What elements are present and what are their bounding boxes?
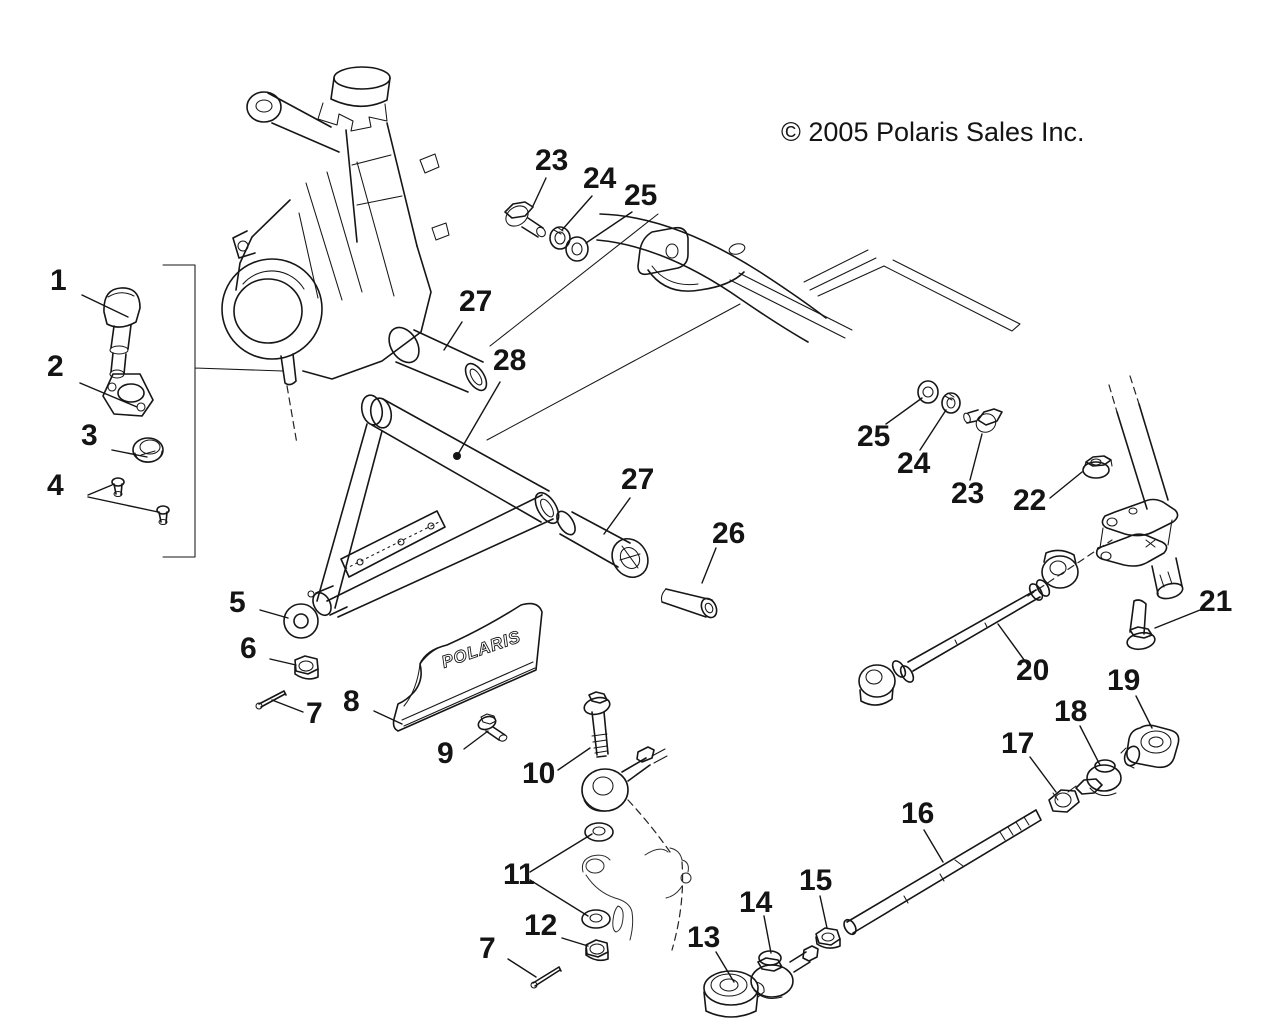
- part-label-2: 2: [47, 350, 64, 383]
- polaris-logo: POLARIS: [439, 627, 523, 672]
- part-label-15: 15: [799, 864, 833, 897]
- rod-end-18: [1067, 759, 1122, 797]
- part-label-5: 5: [229, 586, 246, 619]
- ball-joint-1: [103, 287, 141, 379]
- part-label-23-top: 23: [535, 144, 569, 177]
- part-label-1: 1: [50, 264, 67, 297]
- frame-bracket-tab: [637, 226, 746, 292]
- nut-12: [585, 939, 609, 962]
- ball-joint-plate-2: [102, 373, 154, 417]
- part-label-25-right: 25: [857, 420, 891, 453]
- bolt-23-right: [963, 408, 1003, 433]
- part-label-28: 28: [493, 344, 527, 377]
- part-label-7-upper: 7: [306, 697, 323, 730]
- bolt-9: [477, 713, 508, 742]
- grouping-bracket: [162, 264, 284, 558]
- bushing-19: [1120, 724, 1180, 769]
- part-label-17: 17: [1001, 727, 1035, 760]
- bolt-23-top: [504, 201, 546, 238]
- washers-11: [581, 822, 614, 929]
- bushing-13: [703, 970, 765, 1018]
- part-label-12: 12: [524, 909, 558, 942]
- leader-lines: [79, 177, 1201, 983]
- bolt-10: [583, 691, 611, 758]
- part-label-9: 9: [437, 737, 454, 770]
- steering-column: [1095, 375, 1184, 600]
- part-label-25-top: 25: [624, 179, 658, 212]
- part-label-11: 11: [503, 858, 535, 891]
- part-label-23-right: 23: [951, 477, 985, 510]
- tie-rod-16: [843, 809, 1042, 936]
- part-label-6: 6: [240, 632, 257, 665]
- frame-tube: [596, 213, 827, 343]
- copyright-text: © 2005 Polaris Sales Inc.: [781, 117, 1085, 147]
- lock-washer-24-right: [941, 392, 961, 414]
- part-label-22: 22: [1013, 484, 1047, 517]
- part-label-18: 18: [1054, 695, 1088, 728]
- part-label-21: 21: [1199, 585, 1233, 618]
- part-label-20: 20: [1016, 654, 1050, 687]
- cotter-pin-7-lower: [530, 966, 562, 989]
- bushing-tube-27-upper: [388, 326, 488, 393]
- flange-nut-22: [1082, 455, 1113, 479]
- castle-nut-6: [294, 655, 319, 680]
- part-label-14: 14: [739, 886, 773, 919]
- part-label-10: 10: [522, 757, 556, 790]
- assembly-lines: [286, 213, 1113, 951]
- cotter-pin-7-upper: [255, 690, 287, 710]
- part-label-4: 4: [47, 469, 64, 502]
- rivets-4: [111, 477, 170, 526]
- jam-nut-15: [815, 927, 841, 949]
- part-label-24-right: 24: [897, 447, 931, 480]
- part-label-3: 3: [81, 419, 98, 452]
- part-label-27-upper: 27: [459, 285, 493, 318]
- tie-rod-assembly-20: [858, 549, 1079, 706]
- part-label-27-lower: 27: [621, 463, 655, 496]
- part-label-16: 16: [901, 797, 935, 830]
- jam-nut-17: [1048, 789, 1080, 813]
- ball-joint-cup-3: [132, 437, 164, 463]
- a-arm-28: [283, 394, 560, 639]
- bushing-tube-27-lower: [556, 510, 649, 579]
- steering-arm-ghost: [581, 847, 692, 941]
- flat-washer-25-right: [917, 380, 939, 404]
- part-label-8: 8: [343, 685, 360, 718]
- steering-knuckle: [221, 66, 450, 386]
- rod-end-14: [750, 945, 819, 999]
- part-label-13: 13: [687, 921, 721, 954]
- flat-washer-25-top: [565, 236, 589, 262]
- part-label-19: 19: [1107, 664, 1141, 697]
- spacer-26: [660, 588, 718, 619]
- part-label-7-lower: 7: [479, 932, 496, 965]
- bolt-21: [1126, 599, 1156, 651]
- part-label-26: 26: [712, 517, 746, 550]
- guard-8: POLARIS: [392, 602, 543, 732]
- rod-end-upper: [581, 746, 668, 812]
- frame-channel: [729, 249, 1021, 339]
- part-label-24-top: 24: [583, 162, 617, 195]
